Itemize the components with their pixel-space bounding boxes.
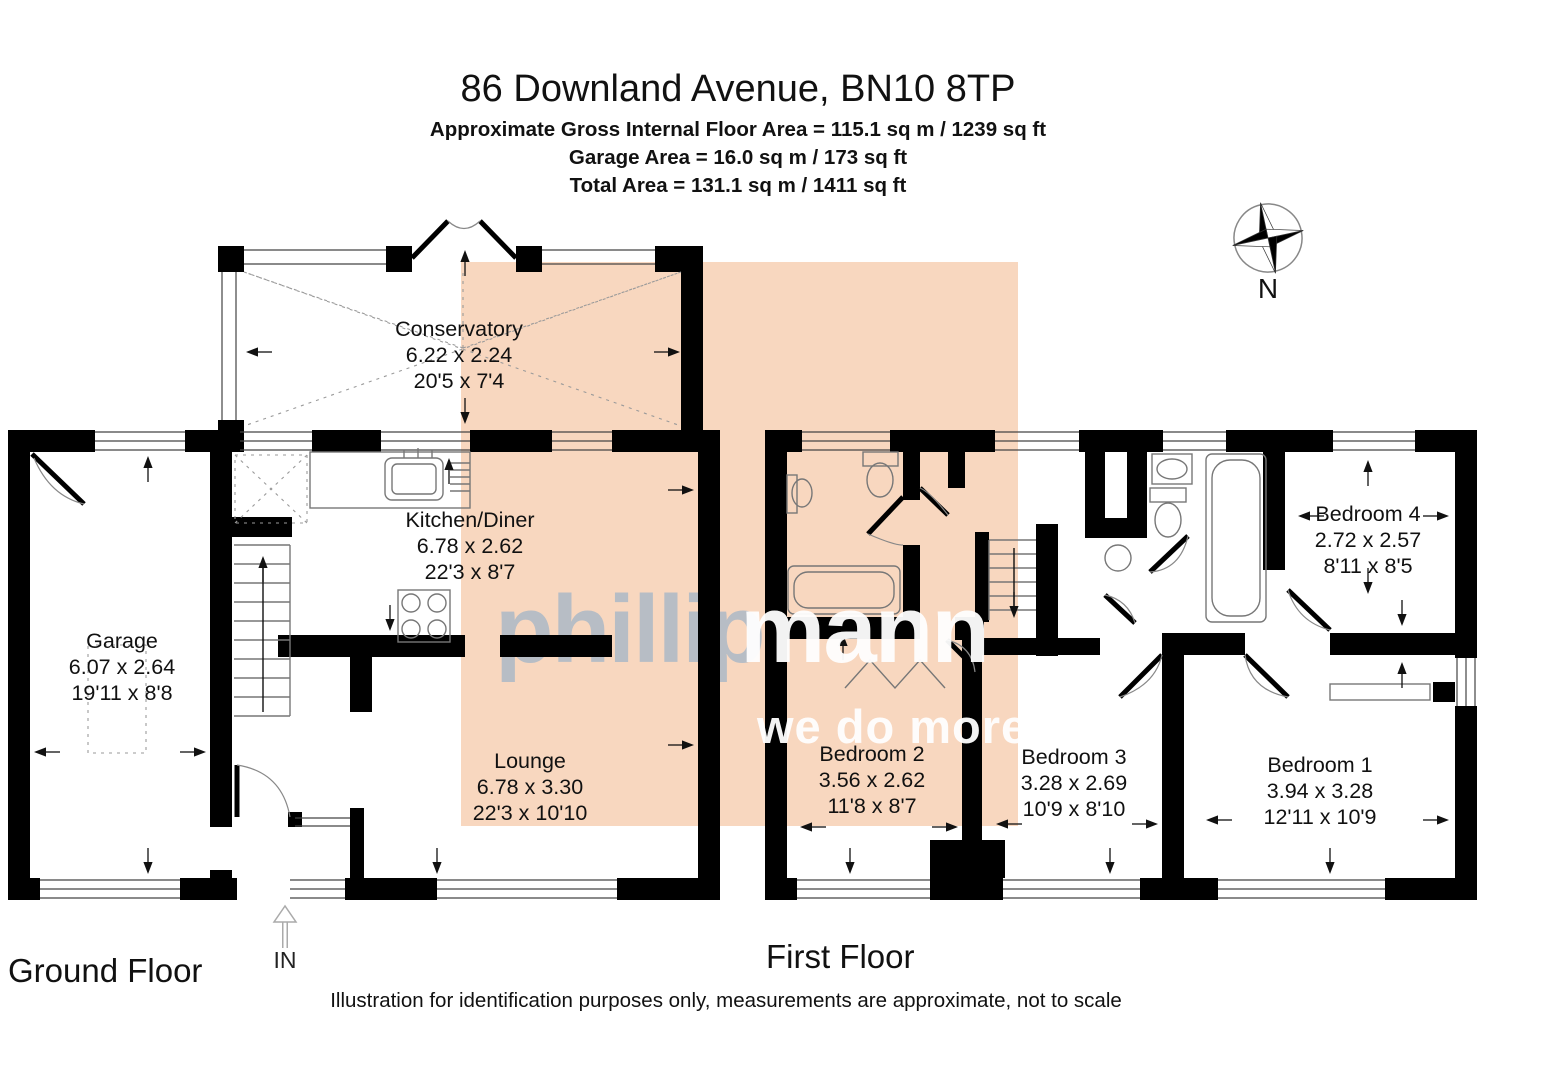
gross-area-line: Approximate Gross Internal Floor Area = … (430, 118, 1046, 141)
ground-floor-label: Ground Floor (8, 952, 202, 989)
room-label-kitchen: Kitchen/Diner 6.78 x 2.62 22'3 x 8'7 (405, 508, 534, 584)
entrance-label: IN (274, 947, 297, 973)
room-name: Bedroom 3 (1021, 745, 1126, 769)
ground-floor-stairs (234, 544, 291, 717)
disclaimer: Illustration for identification purposes… (330, 989, 1122, 1012)
page-title: 86 Downland Avenue, BN10 8TP (461, 68, 1016, 110)
bathroom-fixtures (786, 451, 1431, 701)
first-floor-walls (765, 430, 1477, 900)
room-name: Conservatory (395, 317, 523, 341)
room-metric: 6.78 x 3.30 (477, 775, 583, 799)
title-block: 86 Downland Avenue, BN10 8TP Approximate… (430, 68, 1046, 197)
room-imperial: 8'11 x 8'5 (1323, 554, 1412, 578)
room-label-bedroom2: Bedroom 2 3.56 x 2.62 11'8 x 8'7 (819, 742, 925, 818)
first-floor-plan (765, 430, 1477, 900)
watermark-tagline: we do more (756, 700, 1028, 753)
room-imperial: 12'11 x 10'9 (1263, 805, 1376, 829)
room-name: Bedroom 2 (819, 742, 924, 766)
room-name: Bedroom 4 (1315, 502, 1420, 526)
ground-floor-plan (8, 219, 720, 900)
room-imperial: 20'5 x 7'4 (414, 369, 505, 393)
room-metric: 3.94 x 3.28 (1267, 779, 1373, 803)
first-floor-windows (797, 431, 1476, 899)
room-label-conservatory: Conservatory 6.22 x 2.24 20'5 x 7'4 (395, 317, 523, 393)
ground-floor-doors (30, 452, 291, 818)
room-label-bedroom3: Bedroom 3 3.28 x 2.69 10'9 x 8'10 (1021, 745, 1127, 821)
room-name: Garage (86, 629, 158, 653)
room-imperial: 22'3 x 10'10 (473, 801, 588, 825)
room-name: Bedroom 1 (1267, 753, 1372, 777)
room-metric: 3.28 x 2.69 (1021, 771, 1127, 795)
room-imperial: 19'11 x 8'8 (71, 681, 172, 705)
watermark-brand-gray: phillip (495, 576, 764, 683)
room-imperial: 11'8 x 8'7 (827, 794, 916, 818)
ground-floor-windows (40, 431, 617, 899)
room-label-bedroom4: Bedroom 4 2.72 x 2.57 8'11 x 8'5 (1315, 502, 1421, 578)
entrance-arrow-icon (272, 904, 298, 948)
highlight-overlay (461, 262, 1018, 826)
room-imperial: 10'9 x 8'10 (1023, 797, 1126, 821)
room-metric: 6.22 x 2.24 (406, 343, 512, 367)
watermark-brand-white: mann (740, 576, 988, 683)
compass-icon (1232, 202, 1304, 274)
room-name: Kitchen/Diner (405, 508, 534, 532)
room-imperial: 22'3 x 8'7 (425, 560, 516, 584)
room-metric: 2.72 x 2.57 (1315, 528, 1421, 552)
room-metric: 3.56 x 2.62 (819, 768, 925, 792)
room-label-garage: Garage 6.07 x 2.64 19'11 x 8'8 (69, 629, 175, 705)
first-floor-label: First Floor (766, 938, 915, 975)
room-label-bedroom1: Bedroom 1 3.94 x 3.28 12'11 x 10'9 (1263, 753, 1376, 829)
compass-north-label: N (1258, 273, 1278, 304)
kitchen-fixtures (87, 448, 471, 754)
ground-floor-walls (8, 430, 720, 900)
total-area-line: Total Area = 131.1 sq m / 1411 sq ft (570, 174, 907, 197)
garage-area-line: Garage Area = 16.0 sq m / 173 sq ft (569, 146, 907, 169)
room-metric: 6.07 x 2.64 (69, 655, 175, 679)
room-metric: 6.78 x 2.62 (417, 534, 523, 558)
room-name: Lounge (494, 749, 566, 773)
first-floor-stairs (988, 539, 1036, 620)
first-floor-doors (844, 486, 1332, 699)
room-label-lounge: Lounge 6.78 x 3.30 22'3 x 10'10 (473, 749, 588, 825)
